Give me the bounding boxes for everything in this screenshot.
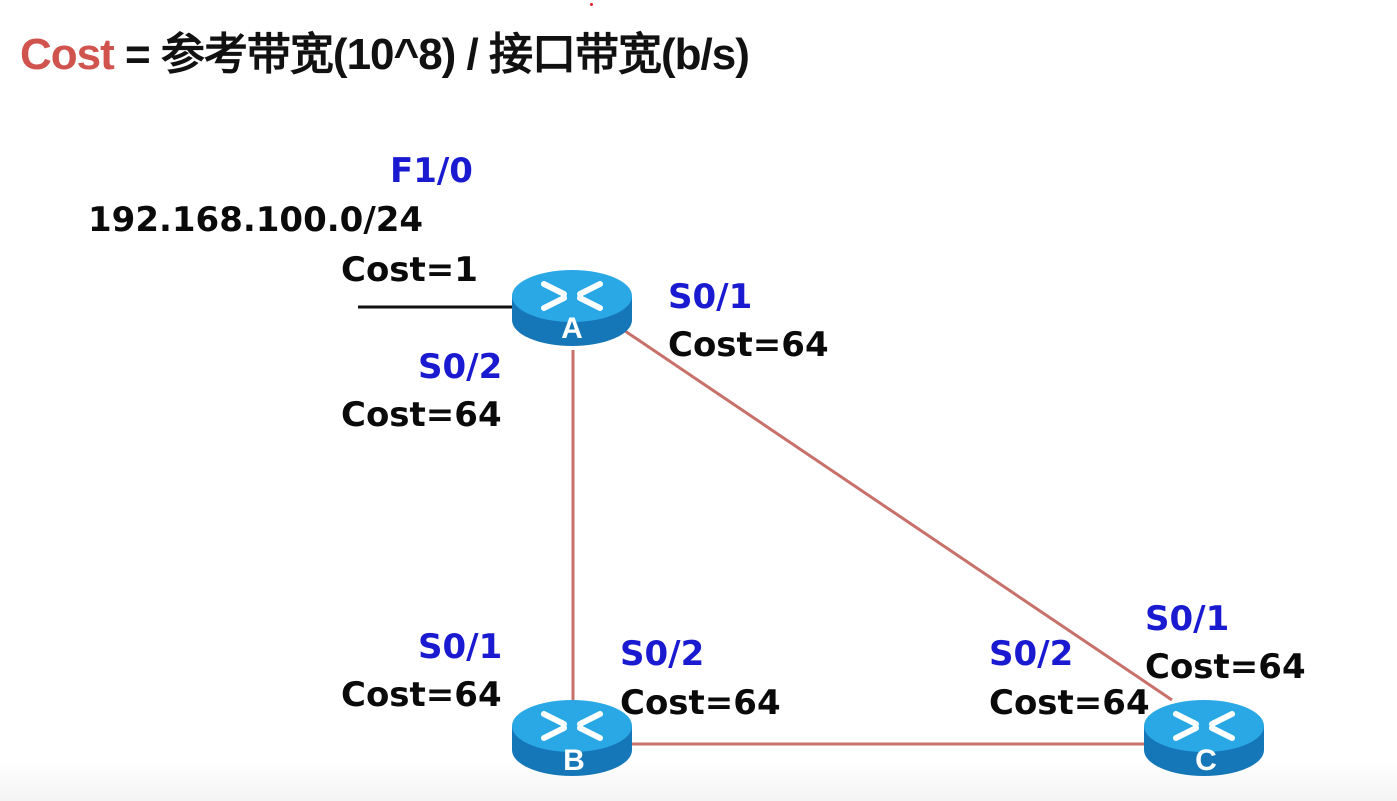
svg-text:A: A <box>561 312 583 345</box>
formula-expression: = 参考带宽(10^8) / 接口带宽(b/s) <box>113 30 750 79</box>
router-c-s0-1-label: S0/1 <box>1145 599 1230 639</box>
svg-text:C: C <box>1195 744 1217 777</box>
formula-cost-word: Cost <box>20 30 115 79</box>
router-b-s0-2-cost: Cost=64 <box>620 683 781 723</box>
router-c-s0-1-cost: Cost=64 <box>1145 647 1306 687</box>
pointer-dot <box>590 3 593 6</box>
router-b-s0-2-label: S0/2 <box>620 634 705 674</box>
link-a-c <box>624 329 1173 702</box>
router-b-s0-1-label: S0/1 <box>418 627 503 667</box>
router-b-icon[interactable]: B <box>510 698 634 780</box>
network-label: 192.168.100.0/24 <box>88 200 424 240</box>
router-a-f1-0-cost: Cost=1 <box>341 250 478 290</box>
router-c-icon[interactable]: C <box>1142 698 1266 780</box>
router-a-icon[interactable]: A <box>510 268 634 350</box>
cost-formula-title: Cost = 参考带宽(10^8) / 接口带宽(b/s) <box>20 18 750 82</box>
router-a-s0-2-label: S0/2 <box>418 347 503 387</box>
svg-text:B: B <box>563 744 585 777</box>
router-a-s0-1-label: S0/1 <box>668 277 753 317</box>
router-b-s0-1-cost: Cost=64 <box>341 675 502 715</box>
router-a-s0-1-cost: Cost=64 <box>668 325 829 365</box>
router-c-s0-2-label: S0/2 <box>989 634 1074 674</box>
router-a-f1-0-label: F1/0 <box>390 151 473 191</box>
router-c-s0-2-cost: Cost=64 <box>989 683 1150 723</box>
router-a-s0-2-cost: Cost=64 <box>341 395 502 435</box>
